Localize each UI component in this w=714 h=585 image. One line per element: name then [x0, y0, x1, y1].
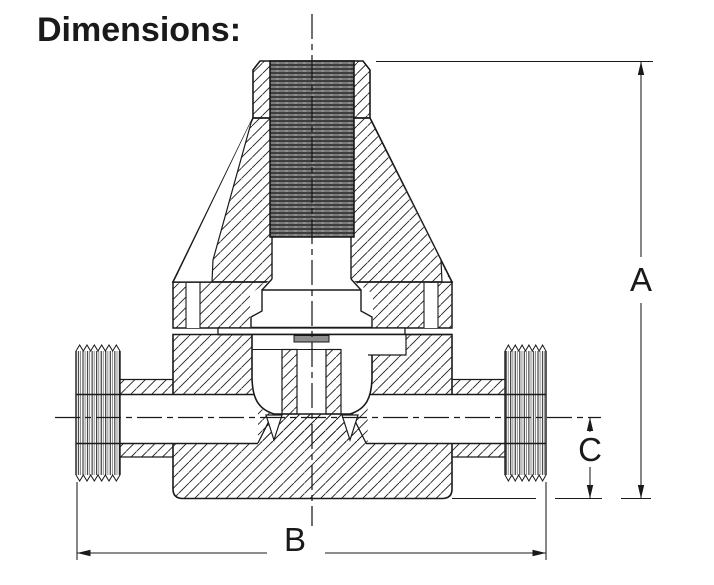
tube-wall-left-top: [120, 379, 173, 395]
arrow-down-icon: [586, 485, 594, 499]
bolt-slot-left-edges: [185, 283, 201, 328]
dimension-a: A: [376, 60, 653, 500]
arrow-up-icon: [637, 61, 645, 75]
seat-knife-right: [341, 414, 359, 442]
dim-label-a: A: [630, 261, 652, 298]
thread-crests-top: [75, 344, 121, 352]
bolt-slot-right: [424, 283, 438, 328]
arrow-up-icon: [586, 417, 594, 431]
dimension-b: B: [76, 482, 547, 560]
dimension-c: C: [578, 417, 602, 499]
tube-wall-right-bottom: [452, 443, 505, 457]
dim-label-c: C: [578, 431, 602, 468]
vent-wedge-left: [174, 119, 252, 282]
outlet-port-threads: [504, 343, 547, 483]
bolt-slot-left: [186, 283, 200, 328]
centerlines: [55, 14, 601, 526]
tube-wall-right-top: [452, 379, 505, 395]
arrow-left-icon: [77, 549, 91, 557]
vent-wedge-right-edge: [370, 119, 443, 283]
vent-wedge-left-edge: [211, 119, 253, 283]
bore-left: [121, 394, 258, 443]
thread-crests-top: [504, 343, 547, 353]
dim-label-b: B: [284, 521, 306, 558]
poppet-stem-wall-right: [325, 348, 342, 415]
bore-edge-lines: [76, 393, 546, 445]
tube-wall-left-bottom: [120, 443, 173, 457]
arrow-right-icon: [532, 549, 546, 557]
thread-crests-bottom: [504, 473, 547, 483]
bolt-slot-right-edges: [423, 283, 439, 328]
thread-crests-bottom: [75, 474, 121, 482]
screw-stem-edges: [261, 237, 362, 291]
arrow-down-icon: [637, 485, 645, 499]
bore-right: [368, 394, 504, 443]
tube-wall-edges: [120, 378, 505, 458]
body-notch-right: [368, 334, 407, 356]
seat-knife-left: [265, 414, 283, 442]
inlet-port-threads: [75, 344, 121, 482]
poppet-stem-wall-left: [281, 348, 298, 415]
page-title: Dimensions:: [37, 11, 241, 49]
